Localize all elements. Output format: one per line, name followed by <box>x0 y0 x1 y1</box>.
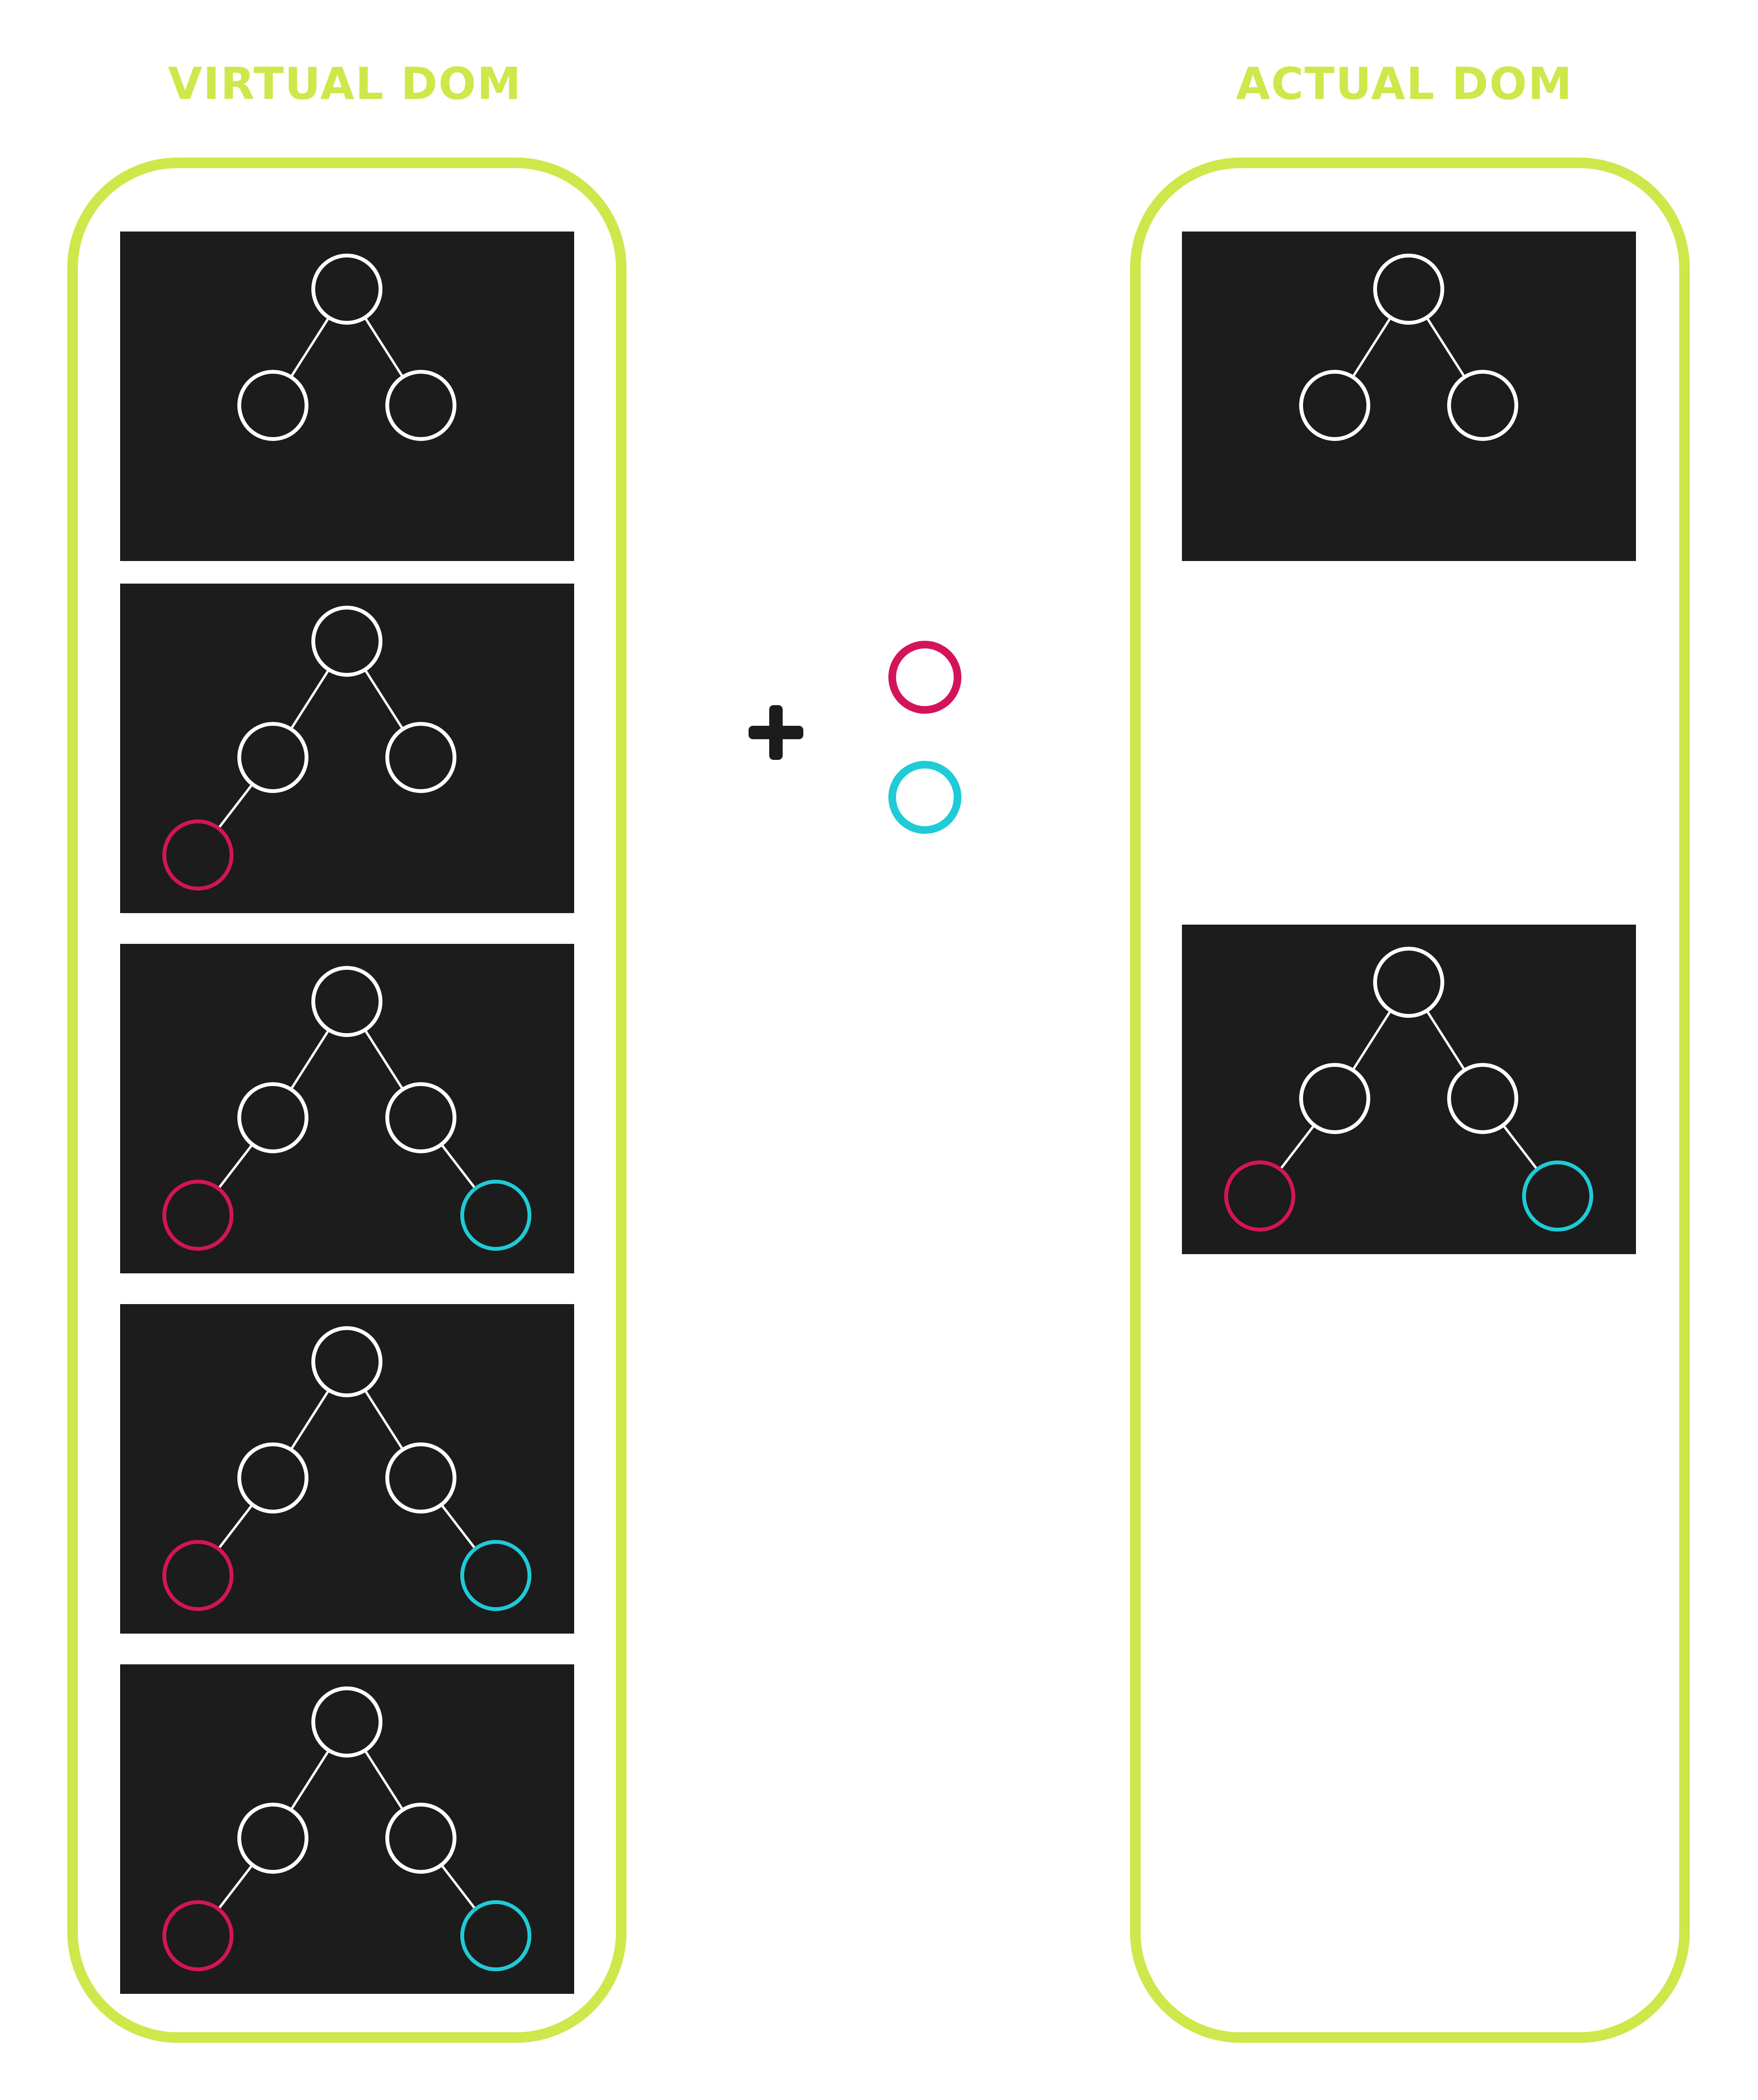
tree-node-left <box>237 722 308 793</box>
virtual-dom-title: VIRTUAL DOM <box>168 58 522 110</box>
tree-diagram <box>162 1326 531 1611</box>
tree-node-root <box>1373 254 1444 325</box>
tree-node-left <box>1299 370 1370 441</box>
tree-node-cyan <box>1522 1160 1593 1232</box>
tree-edge-left-pink <box>217 783 254 830</box>
tree-node-cyan <box>460 1180 531 1251</box>
tree-node-cyan <box>460 1540 531 1611</box>
tree-edge-root-left <box>290 317 330 378</box>
virtual-dom-column <box>67 158 627 2043</box>
tree-edge-root-right <box>1426 1010 1466 1071</box>
tree-node-left <box>237 1442 308 1514</box>
tree-node-root <box>311 1326 382 1397</box>
cyan-node-icon <box>888 761 961 834</box>
tree-diagram <box>1224 947 1593 1232</box>
tree-node-root <box>1373 947 1444 1018</box>
tree-node-cyan <box>460 1900 531 1971</box>
tree-node-pink <box>1224 1160 1295 1232</box>
tree-node-root <box>311 966 382 1037</box>
tree-node-left <box>237 1082 308 1153</box>
tree-edge-left-pink <box>1279 1124 1315 1171</box>
tree-edge-root-left <box>290 1389 330 1451</box>
actual-dom-snapshot-1 <box>1182 232 1636 561</box>
tree-node-right <box>385 1082 456 1153</box>
tree-node-right <box>385 1442 456 1514</box>
tree-edge-root-right <box>364 669 404 730</box>
tree-edge-root-right <box>364 1749 404 1811</box>
actual-dom-title: ACTUAL DOM <box>1236 58 1573 110</box>
tree-node-pink <box>162 819 234 891</box>
tree-node-left <box>1299 1063 1370 1134</box>
tree-diagram <box>162 606 456 891</box>
tree-node-left <box>237 370 308 441</box>
tree-edge-right-cyan <box>440 1503 477 1550</box>
tree-edge-root-left <box>290 669 330 730</box>
plus-icon-horizontal-bar <box>749 726 803 739</box>
tree-edge-right-cyan <box>440 1143 477 1190</box>
tree-edge-left-pink <box>217 1503 254 1550</box>
tree-node-right <box>385 370 456 441</box>
tree-edge-root-right <box>364 1029 404 1090</box>
tree-edge-left-pink <box>217 1143 254 1190</box>
tree-edge-root-left <box>1352 1010 1392 1071</box>
pink-node-icon <box>888 641 961 714</box>
tree-node-pink <box>162 1540 234 1611</box>
tree-diagram <box>237 254 456 441</box>
tree-node-right <box>1447 1063 1518 1134</box>
tree-edge-left-pink <box>217 1864 254 1910</box>
plus-icon <box>749 705 803 760</box>
tree-edge-root-right <box>364 317 404 378</box>
tree-diagram <box>162 1686 531 1971</box>
tree-diagram <box>1299 254 1518 441</box>
virtual-dom-snapshot-5 <box>120 1664 574 1994</box>
tree-node-root <box>311 606 382 677</box>
virtual-dom-snapshot-3 <box>120 944 574 1273</box>
actual-dom-snapshot-2 <box>1182 925 1636 1254</box>
tree-node-pink <box>162 1180 234 1251</box>
tree-edge-right-cyan <box>1502 1124 1538 1171</box>
tree-edge-root-left <box>290 1749 330 1811</box>
tree-node-root <box>311 1686 382 1758</box>
tree-node-right <box>1447 370 1518 441</box>
virtual-dom-snapshot-2 <box>120 584 574 913</box>
tree-diagram <box>162 966 531 1251</box>
tree-edge-root-left <box>290 1029 330 1090</box>
tree-edge-root-right <box>1426 317 1466 378</box>
tree-edge-root-left <box>1352 317 1392 378</box>
virtual-dom-snapshot-1 <box>120 232 574 561</box>
tree-node-left <box>237 1803 308 1874</box>
tree-node-right <box>385 1803 456 1874</box>
actual-dom-column <box>1130 158 1690 2043</box>
virtual-dom-snapshot-4 <box>120 1304 574 1634</box>
new-nodes-legend <box>888 641 961 834</box>
tree-edge-right-cyan <box>440 1864 477 1910</box>
tree-edge-root-right <box>364 1389 404 1451</box>
tree-node-pink <box>162 1900 234 1971</box>
tree-node-root <box>311 254 382 325</box>
tree-node-right <box>385 722 456 793</box>
